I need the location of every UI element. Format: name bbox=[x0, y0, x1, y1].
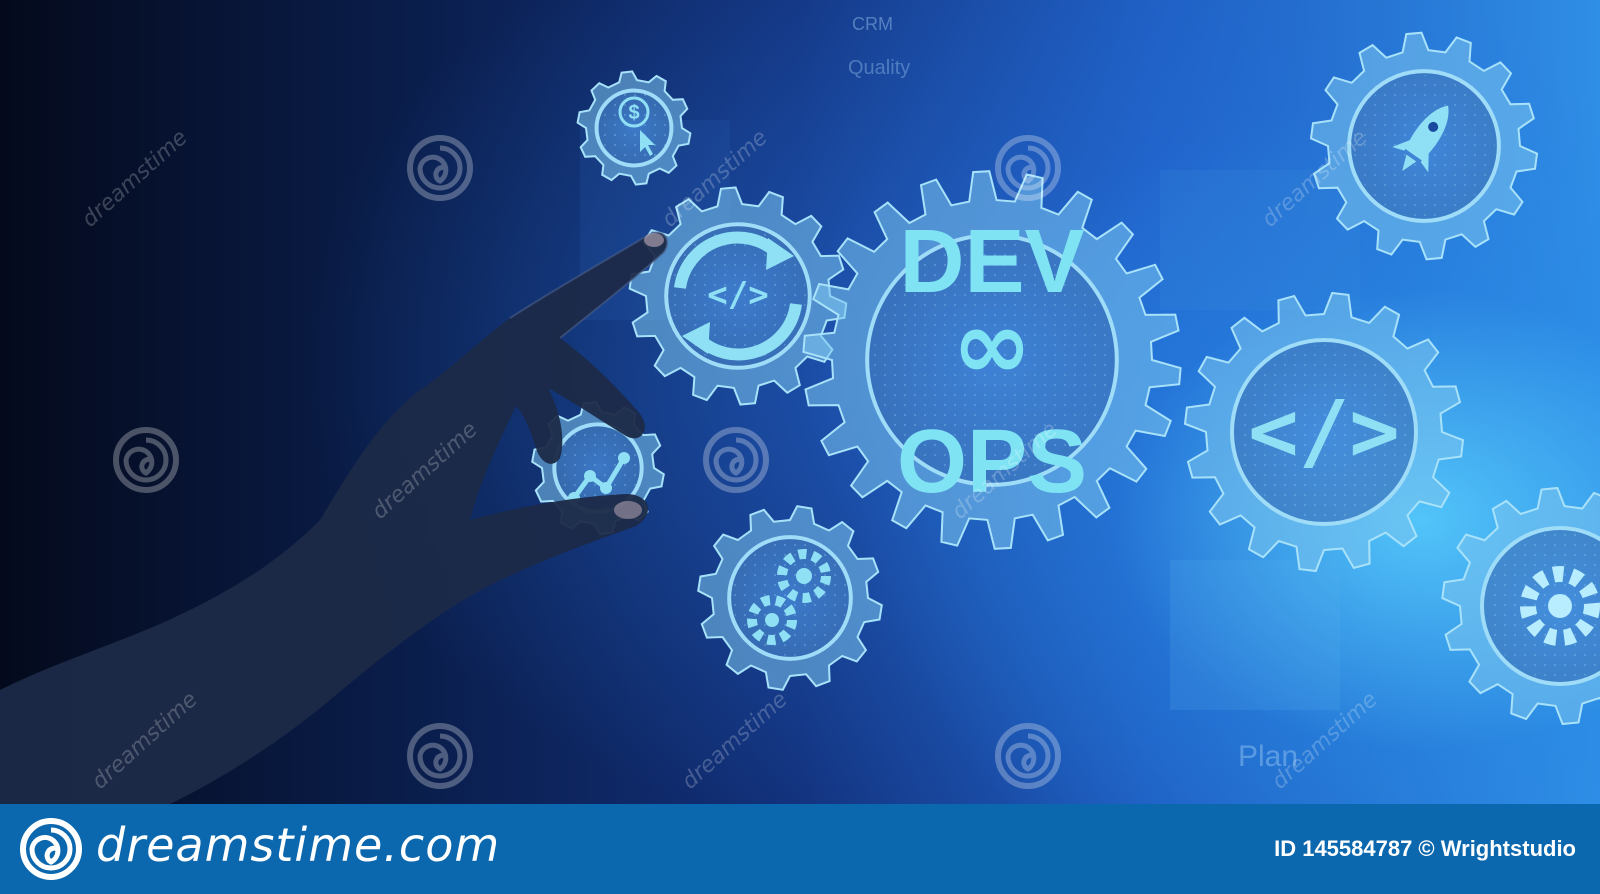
gear-texture bbox=[873, 241, 1111, 479]
gear-texture bbox=[598, 92, 670, 164]
watermark-swirl-icon bbox=[417, 145, 463, 191]
watermark-swirl-icon bbox=[407, 135, 473, 201]
bg-text-crm: CRM bbox=[852, 14, 893, 34]
gear-right bbox=[1441, 486, 1600, 726]
watermark-swirl-icon bbox=[1005, 733, 1051, 779]
footer-brand-text: dreamstime.com bbox=[96, 818, 501, 872]
watermark-swirl-icon bbox=[995, 723, 1061, 789]
chart-trend-icon bbox=[568, 452, 630, 504]
gear-network: CRM Quality Plan DEV ∞ OPS $ </> bbox=[0, 14, 1600, 804]
infinity-symbol: ∞ bbox=[952, 289, 1032, 401]
dev-label: DEV bbox=[899, 212, 1084, 312]
gear-texture bbox=[1236, 344, 1412, 520]
footer-credit-text: ID 145584787 © Wrightstudio bbox=[1274, 836, 1576, 861]
bg-text-quality: Quality bbox=[848, 57, 910, 79]
footer-bar: dreamstime.com ID 145584787 © Wrightstud… bbox=[0, 804, 1600, 894]
cogs-icon bbox=[747, 549, 831, 645]
svg-text:</>: </> bbox=[1248, 382, 1400, 480]
bg-panel bbox=[1160, 170, 1360, 310]
dreamstime-logo-icon bbox=[20, 818, 82, 880]
rocket-icon bbox=[1392, 105, 1449, 173]
ops-label: OPS bbox=[897, 412, 1087, 512]
gear-devops bbox=[802, 170, 1182, 550]
hand-image bbox=[0, 231, 669, 804]
watermark-swirl-icon bbox=[1005, 145, 1051, 191]
code-cycle-icon: </> bbox=[674, 231, 802, 361]
watermark-swirl-icon bbox=[113, 427, 179, 493]
watermark-swirl-icon bbox=[123, 437, 169, 483]
gear-small-top bbox=[576, 70, 692, 186]
code-tag-icon: </> bbox=[1248, 382, 1400, 480]
watermark-swirl-icon bbox=[407, 723, 473, 789]
watermark-swirl-icon bbox=[713, 437, 759, 483]
gear-texture bbox=[556, 426, 640, 510]
watermark-text: dreamstime bbox=[77, 125, 192, 232]
watermark-swirl-icon bbox=[417, 733, 463, 779]
svg-text:</>: </> bbox=[707, 275, 768, 315]
bg-panel bbox=[1170, 560, 1340, 710]
dollar-click-icon: $ bbox=[618, 96, 655, 156]
svg-text:$: $ bbox=[628, 102, 639, 124]
watermark-text: dreamstime bbox=[677, 687, 792, 794]
gear-code-tag bbox=[1183, 291, 1465, 573]
watermark-swirl-icon bbox=[995, 135, 1061, 201]
watermark-swirl-icon bbox=[703, 427, 769, 493]
photo-scene: CRM Quality Plan DEV ∞ OPS $ </> bbox=[0, 0, 1600, 804]
gear-icon bbox=[1520, 566, 1600, 646]
bg-text-plan: Plan bbox=[1238, 740, 1298, 773]
